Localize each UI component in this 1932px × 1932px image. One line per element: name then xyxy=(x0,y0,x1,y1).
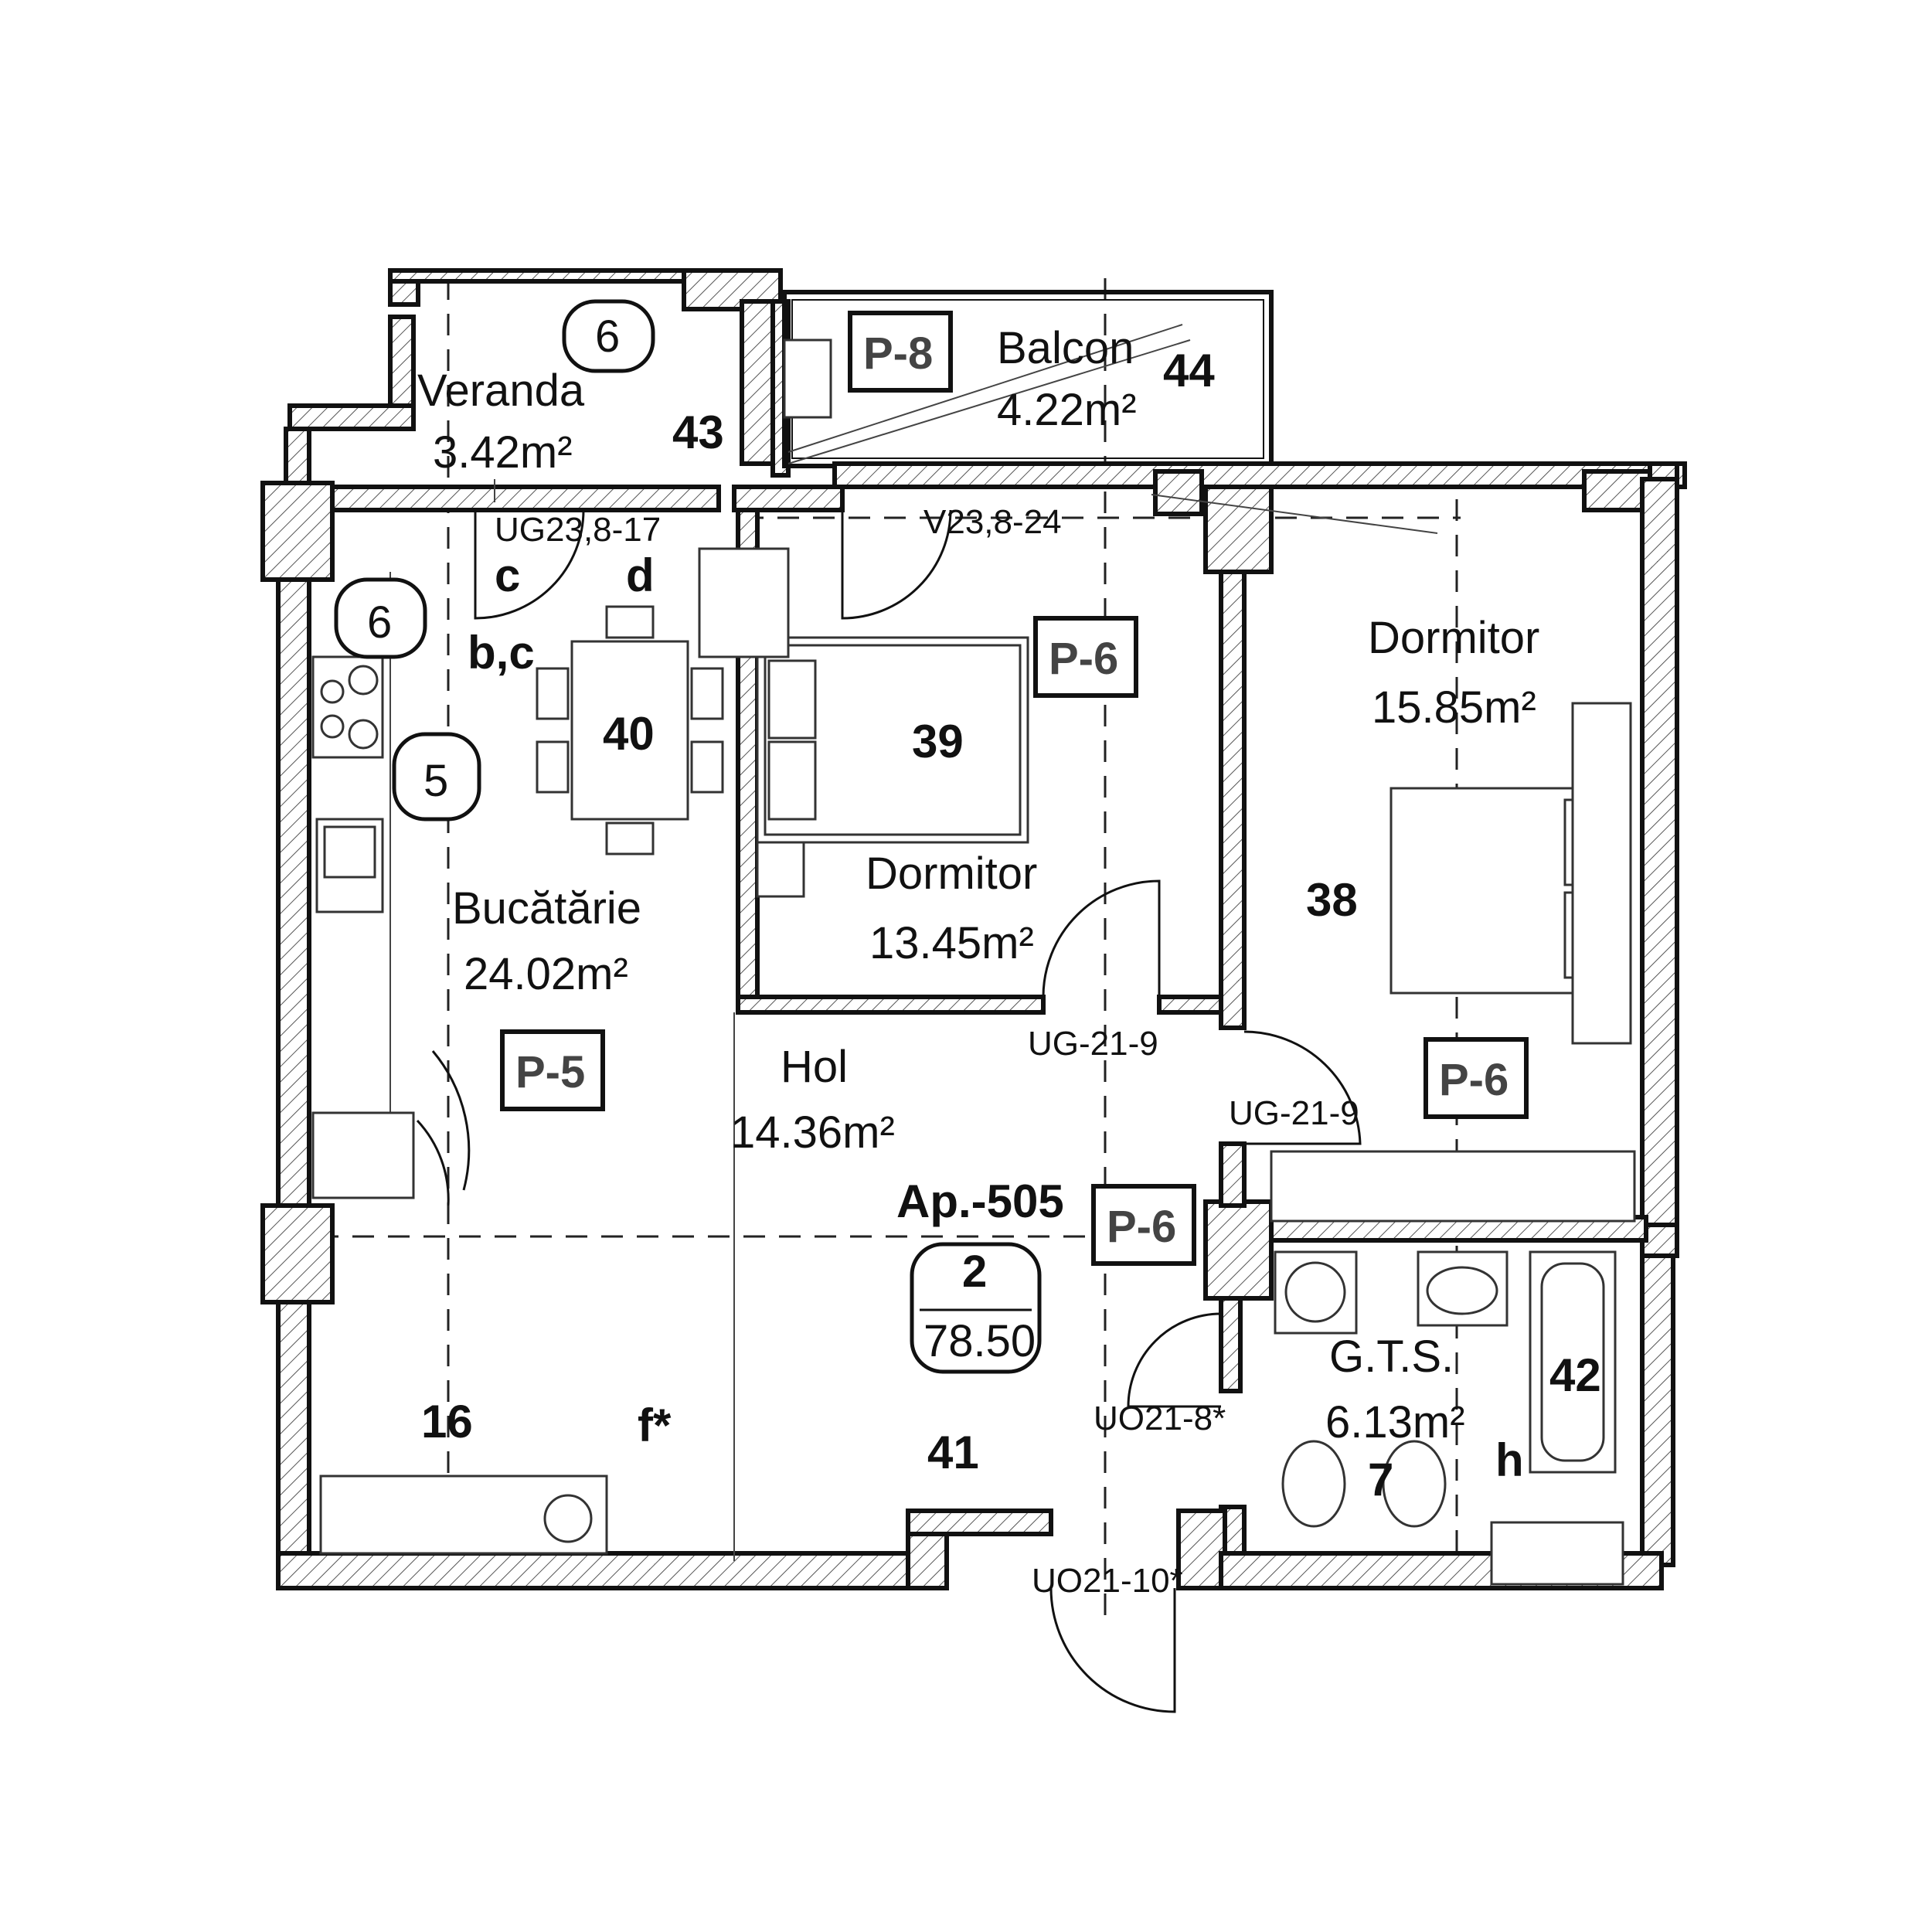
code-ug21-b: UG-21-9 xyxy=(1229,1094,1359,1132)
tag-p8: P-8 xyxy=(863,328,933,379)
room-name-gts: G.T.S. xyxy=(1329,1332,1454,1382)
tag-p6-mid: P-6 xyxy=(1049,634,1118,684)
room-area-veranda: 3.42m² xyxy=(433,427,573,478)
room-area-balcon: 4.22m² xyxy=(997,385,1137,435)
walls xyxy=(260,268,1687,1590)
room-area-dormitor-mid: 13.45m² xyxy=(869,918,1034,968)
bidet xyxy=(1382,1440,1447,1528)
room-area-hol: 14.36m² xyxy=(730,1107,895,1158)
code-uo21-10: UO21-10* xyxy=(1032,1562,1183,1600)
circled-veranda-six: 6 xyxy=(595,311,620,362)
room-name-balcon: Balcon xyxy=(997,323,1134,373)
letter-f: f* xyxy=(638,1400,672,1451)
room-area-gts: 6.13m² xyxy=(1325,1397,1465,1447)
heater-unit xyxy=(1490,1521,1624,1586)
code-ug23: UG23,8-17 xyxy=(495,511,661,549)
apartment-rooms: 2 xyxy=(962,1247,987,1297)
letter-c: c xyxy=(495,549,520,601)
num-40: 40 xyxy=(603,708,655,760)
num-16: 16 xyxy=(421,1396,473,1447)
room-name-hol: Hol xyxy=(781,1042,848,1092)
furniture xyxy=(311,338,1636,1586)
num-38: 38 xyxy=(1306,874,1358,926)
room-name-dormitor-right: Dormitor xyxy=(1368,613,1539,663)
toilet xyxy=(1281,1440,1346,1528)
tag-p5: P-5 xyxy=(515,1047,585,1097)
room-area-dormitor-right: 15.85m² xyxy=(1372,682,1536,733)
doors xyxy=(416,509,1362,1713)
num-7: 7 xyxy=(1368,1454,1393,1505)
num-42: 42 xyxy=(1549,1349,1601,1401)
ac-unit xyxy=(783,338,832,419)
dining-table xyxy=(570,640,689,821)
apartment-area: 78.50 xyxy=(923,1316,1036,1366)
code-v23: V23,8-24 xyxy=(923,503,1062,541)
labels: Veranda 3.42m² Balcon 4.22m² Dormitor 13… xyxy=(367,311,1601,1600)
interior-lines xyxy=(389,324,1438,1561)
room-name-bucatarie: Bucătărie xyxy=(452,883,641,934)
tag-boxes xyxy=(334,299,1529,1374)
room-name-dormitor-mid: Dormitor xyxy=(866,849,1037,899)
tag-p6-hall: P-6 xyxy=(1107,1202,1176,1252)
circled-kitchen-five: 5 xyxy=(423,756,448,806)
room-area-bucatarie: 24.02m² xyxy=(464,949,628,999)
apartment-label: Ap.-505 xyxy=(896,1175,1064,1227)
num-41: 41 xyxy=(927,1427,979,1478)
circled-kitchen-six: 6 xyxy=(367,597,392,648)
num-39: 39 xyxy=(912,716,964,767)
num-44: 44 xyxy=(1163,345,1215,396)
code-uo21-8: UO21-8* xyxy=(1094,1400,1226,1437)
code-ug21-a: UG-21-9 xyxy=(1028,1025,1158,1063)
num-43: 43 xyxy=(672,406,724,458)
letter-bc: b,c xyxy=(468,627,535,679)
room-name-veranda: Veranda xyxy=(417,366,585,416)
fridge xyxy=(311,1111,415,1199)
letter-h: h xyxy=(1495,1434,1524,1486)
tag-p6-right: P-6 xyxy=(1439,1055,1509,1105)
letter-d: d xyxy=(626,549,655,601)
